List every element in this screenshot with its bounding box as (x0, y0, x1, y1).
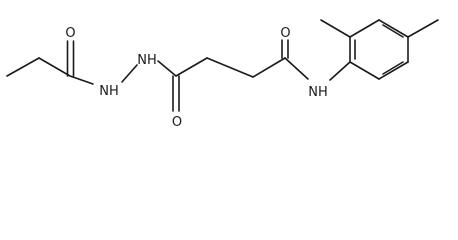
structure-diagram: O NH NH O O NH (6, 19, 439, 130)
atom-label-nh-hydrazide-2: NH (137, 53, 157, 68)
bond-lines (6, 19, 439, 112)
bond-succinyl-c2-c3 (206, 57, 254, 78)
ring-bond-2 (349, 19, 380, 38)
ring-bond-5 (378, 61, 409, 80)
atom-label-nh-hydrazide-1: NH (99, 84, 119, 99)
atom-label-o-amide: O (280, 26, 290, 41)
bond-succinyl-c3-c4 (252, 57, 286, 78)
atom-label-nh-amide: NH (308, 85, 328, 100)
bond-nh-ring (329, 61, 351, 81)
ring-bond-6 (349, 61, 380, 80)
bond-succinyl-c1-c2 (175, 57, 208, 77)
ring-bond-3 (378, 19, 409, 38)
bond-nh2-carbonyl (157, 60, 177, 77)
bond-ethyl-ch2-carbonyl (38, 57, 71, 77)
ring-inner-bond-3 (382, 61, 404, 75)
bond-carbonyl-nh1 (69, 75, 94, 85)
bond-ring-methyl-para (407, 19, 439, 38)
ring-inner-bond-2 (382, 24, 404, 38)
bond-amide-c-nh (284, 57, 309, 80)
atom-label-o-succinyl-hydrazide: O (172, 115, 182, 130)
atom-label-o-propanoyl: O (65, 26, 75, 41)
atom-labels: O NH NH O O NH (65, 26, 327, 130)
bond-nh1-nh2 (121, 64, 138, 83)
bond-ethyl-ch3-ch2 (6, 57, 40, 77)
bond-ring-methyl-ortho (320, 19, 351, 38)
